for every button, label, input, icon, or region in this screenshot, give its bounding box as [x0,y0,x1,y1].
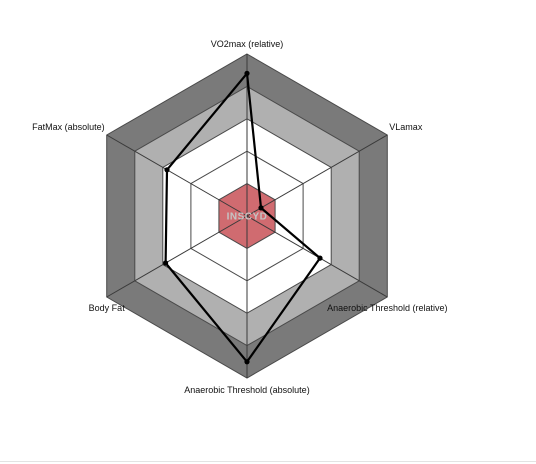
spoke-layer [106,54,388,378]
axis-label-vo2max-relative: VO2max (relative) [211,39,284,49]
center-layer: INSCYD [227,212,268,223]
axis-label-anaerobic-threshold-absolute: Anaerobic Threshold (absolute) [184,385,309,395]
spoke-4 [106,215,248,298]
data-point-5[interactable] [164,167,170,173]
axis-label-fatmax-absolute: FatMax (absolute) [32,122,105,132]
spoke-5 [106,134,248,217]
series-layer [163,70,323,365]
center-watermark: INSCYD [227,212,268,223]
axis-label-vlamax: VLamax [389,122,423,132]
data-point-2[interactable] [317,255,323,261]
spoke-1 [246,134,388,217]
axis-label-anaerobic-threshold-relative: Anaerobic Threshold (relative) [327,303,447,313]
data-point-4[interactable] [163,260,169,266]
axis-label-layer: VO2max (relative) VLamax Anaerobic Thres… [32,39,447,395]
axis-label-body-fat: Body Fat [89,303,126,313]
bottom-divider [0,461,536,462]
data-point-3[interactable] [244,359,250,365]
data-point-1[interactable] [258,205,264,211]
data-point-0[interactable] [244,70,250,76]
